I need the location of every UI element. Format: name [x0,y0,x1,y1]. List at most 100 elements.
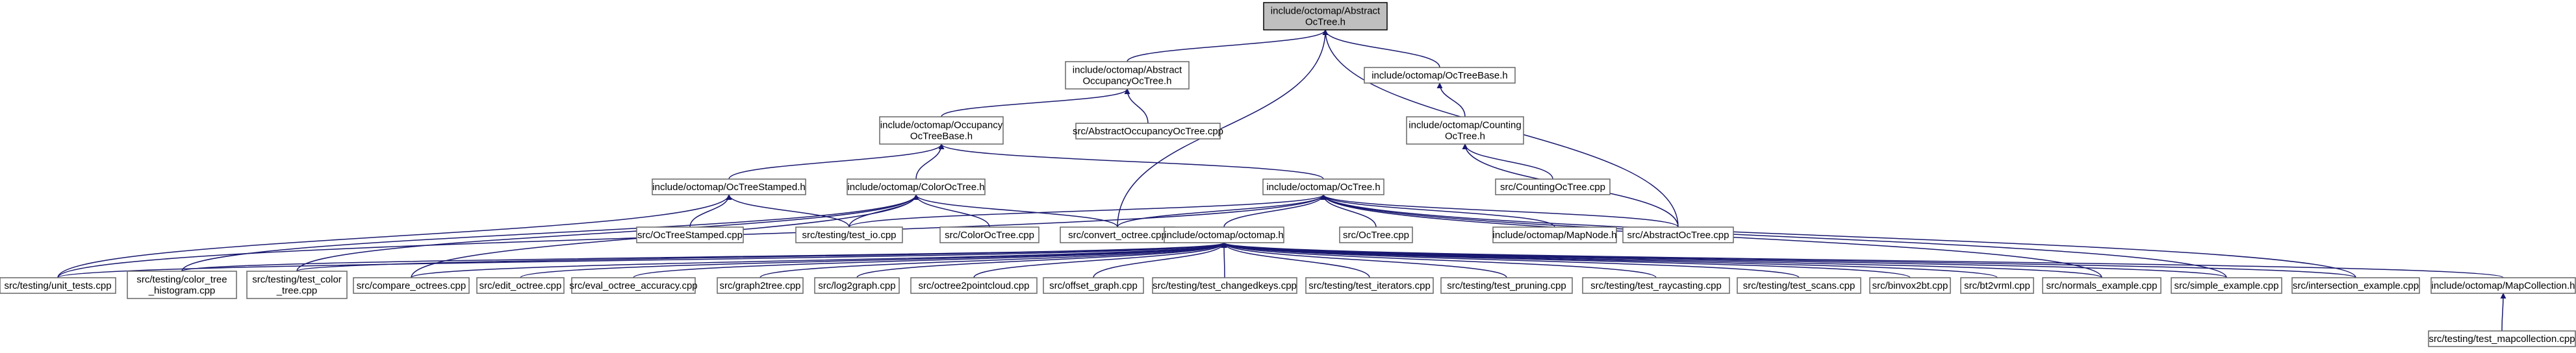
node-label: src/eval_octree_accuracy.cpp [569,280,697,291]
node-label: include/octomap/Abstract [1271,6,1381,17]
node-box [847,178,986,195]
node-box [1060,226,1175,243]
edge-scans-to-octomap_h [1221,242,1800,278]
node-color-cpp[interactable]: src/ColorOcTree.cpp [939,226,1039,243]
node-label: include/octomap/Abstract [1073,65,1182,76]
node-label: src/testing/test_pruning.cpp [1447,280,1566,291]
node-label: src/testing/test_mapcollection.cpp [2429,334,2575,345]
node-mapcoll-cpp[interactable]: src/testing/test_mapcollection.cpp [2428,330,2576,347]
node-bt2vrml[interactable]: src/bt2vrml.cpp [1960,277,2034,294]
edge-occbase_h-to-aoct_h [941,88,1130,117]
node-changed[interactable]: src/testing/test_changedkeys.cpp [1152,277,1297,294]
node-scans[interactable]: src/testing/test_scans.cpp [1737,277,1861,294]
node-label: src/testing/test_scans.cpp [1743,280,1855,291]
node-label: src/binvox2bt.cpp [1872,280,1948,291]
node-box [1737,277,1861,294]
node-log2graph[interactable]: src/log2graph.cpp [814,277,900,294]
node-box [2428,330,2576,347]
node-compare[interactable]: src/compare_octrees.cpp [353,277,470,294]
node-abstract-cpp[interactable]: src/AbstractOcTree.cpp [1622,226,1734,243]
edge-stamped_cpp-to-stamped_h [689,194,732,228]
node-stamped-h[interactable]: include/octomap/OcTreeStamped.h [652,178,806,195]
node-counting-cpp[interactable]: src/CountingOcTree.cpp [1495,178,1611,195]
edge-test_color-to-color_h [296,194,919,272]
edge-counting_h-to-octbase_h [1436,82,1466,117]
node-octbase-h[interactable]: include/octomap/OcTreeBase.h [1364,67,1516,84]
node-graph2tree[interactable]: src/graph2tree.cpp [717,277,804,294]
node-label: src/simple_example.cpp [2174,280,2279,291]
edge-graph2tree-to-octomap_h [759,242,1227,278]
node-label: src/testing/test_raycasting.cpp [1590,280,1722,291]
node-eval[interactable]: src/eval_octree_accuracy.cpp [569,277,698,294]
node-raycast[interactable]: src/testing/test_raycasting.cpp [1582,277,1730,294]
node-counting-h[interactable]: include/octomap/CountingOcTree.h [1406,116,1524,145]
edge-color_hist-to-color_h [181,194,919,272]
node-box [1075,123,1221,140]
edge-test_io-to-stamped_h [726,194,850,228]
node-aoct-cpp[interactable]: src/AbstractOccupancyOcTree.cpp [1073,123,1223,140]
edge-pruning-to-octomap_h [1221,242,1507,278]
node-label: src/log2graph.cpp [818,280,895,291]
node-box [939,226,1039,243]
edges-layer [57,29,2506,332]
node-test-color[interactable]: src/testing/test_color_tree.cpp [246,271,348,299]
node-mapnode-h[interactable]: include/octomap/MapNode.h [1492,226,1617,243]
node-o2pc[interactable]: src/octree2pointcloud.cpp [910,277,1038,294]
node-box [1364,67,1516,84]
node-mapcoll-h[interactable]: include/octomap/MapCollection.h [2430,277,2576,294]
node-edit[interactable]: src/edit_octree.cpp [476,277,565,294]
edge-convert-to-root [1117,29,1329,228]
node-box [2430,277,2576,294]
node-test-io[interactable]: src/testing/test_io.cpp [795,226,903,243]
node-root[interactable]: include/octomap/AbstractOcTree.h [1263,2,1388,30]
node-box [0,277,116,294]
edge-mapcoll_h-to-octomap_h [1221,242,2504,278]
edge-abstract_cpp-to-octree_h [1320,194,1679,228]
node-pruning[interactable]: src/testing/test_pruning.cpp [1440,277,1573,294]
node-label: include/octomap/octomap.h [1164,230,1283,241]
edge-counting_cpp-to-counting_h [1462,143,1553,180]
node-octree-cpp[interactable]: src/OcTree.cpp [1339,226,1413,243]
node-octree-h[interactable]: include/octomap/OcTree.h [1262,178,1384,195]
node-label: src/offset_graph.cpp [1049,280,1138,291]
node-box [2171,277,2282,294]
node-label: include/octomap/OcTreeStamped.h [652,182,805,193]
node-label: include/octomap/Occupancy [880,120,1003,131]
node-octomap-h[interactable]: include/octomap/octomap.h [1164,226,1284,243]
node-label: src/testing/unit_tests.cpp [4,280,111,291]
edge-test_color-to-octomap_h [296,242,1227,272]
node-unit-tests[interactable]: src/testing/unit_tests.cpp [0,277,116,294]
node-stamped-cpp[interactable]: src/OcTreeStamped.cpp [636,226,744,243]
edge-eval-to-octomap_h [633,242,1227,278]
edge-aoct_cpp-to-aoct_h [1124,88,1149,124]
edge-simple-to-octomap_h [1221,242,2227,278]
node-convert[interactable]: src/convert_octree.cpp [1060,226,1175,243]
node-color-hist[interactable]: src/testing/color_tree_histogram.cpp [127,271,237,299]
node-label: src/OcTree.cpp [1343,230,1409,241]
edge-iters-to-octomap_h [1221,242,1370,278]
node-box [1960,277,2034,294]
node-box [1043,277,1144,294]
node-label: src/intersection_example.cpp [2293,280,2419,291]
node-label: OcTree.h [1305,17,1345,28]
node-color-h[interactable]: include/octomap/ColorOcTree.h [847,178,986,195]
edge-octree_h-to-occbase_h [938,143,1324,180]
edge-aoct_h-to-root [1127,29,1329,62]
edge-test_io-to-octree_h [848,194,1327,228]
edge-changed-to-octomap_h [1221,242,1227,278]
node-offset[interactable]: src/offset_graph.cpp [1043,277,1144,294]
node-iters[interactable]: src/testing/test_iterators.cpp [1305,277,1434,294]
node-label: include/octomap/MapNode.h [1493,230,1617,241]
node-normals[interactable]: src/normals_example.cpp [2042,277,2162,294]
node-simple[interactable]: src/simple_example.cpp [2171,277,2282,294]
node-box [1492,226,1617,243]
node-label: include/octomap/OcTreeBase.h [1371,70,1508,81]
edge-mapnode_h-to-octree_h [1320,194,1555,228]
node-label: src/testing/test_io.cpp [802,230,896,241]
node-binvox[interactable]: src/binvox2bt.cpp [1869,277,1951,294]
node-aoct-h[interactable]: include/octomap/AbstractOccupancyOcTree.… [1065,61,1190,90]
node-label: src/CountingOcTree.cpp [1500,182,1605,193]
node-label: src/testing/test_iterators.cpp [1308,280,1431,291]
node-intersect[interactable]: src/intersection_example.cpp [2291,277,2420,294]
